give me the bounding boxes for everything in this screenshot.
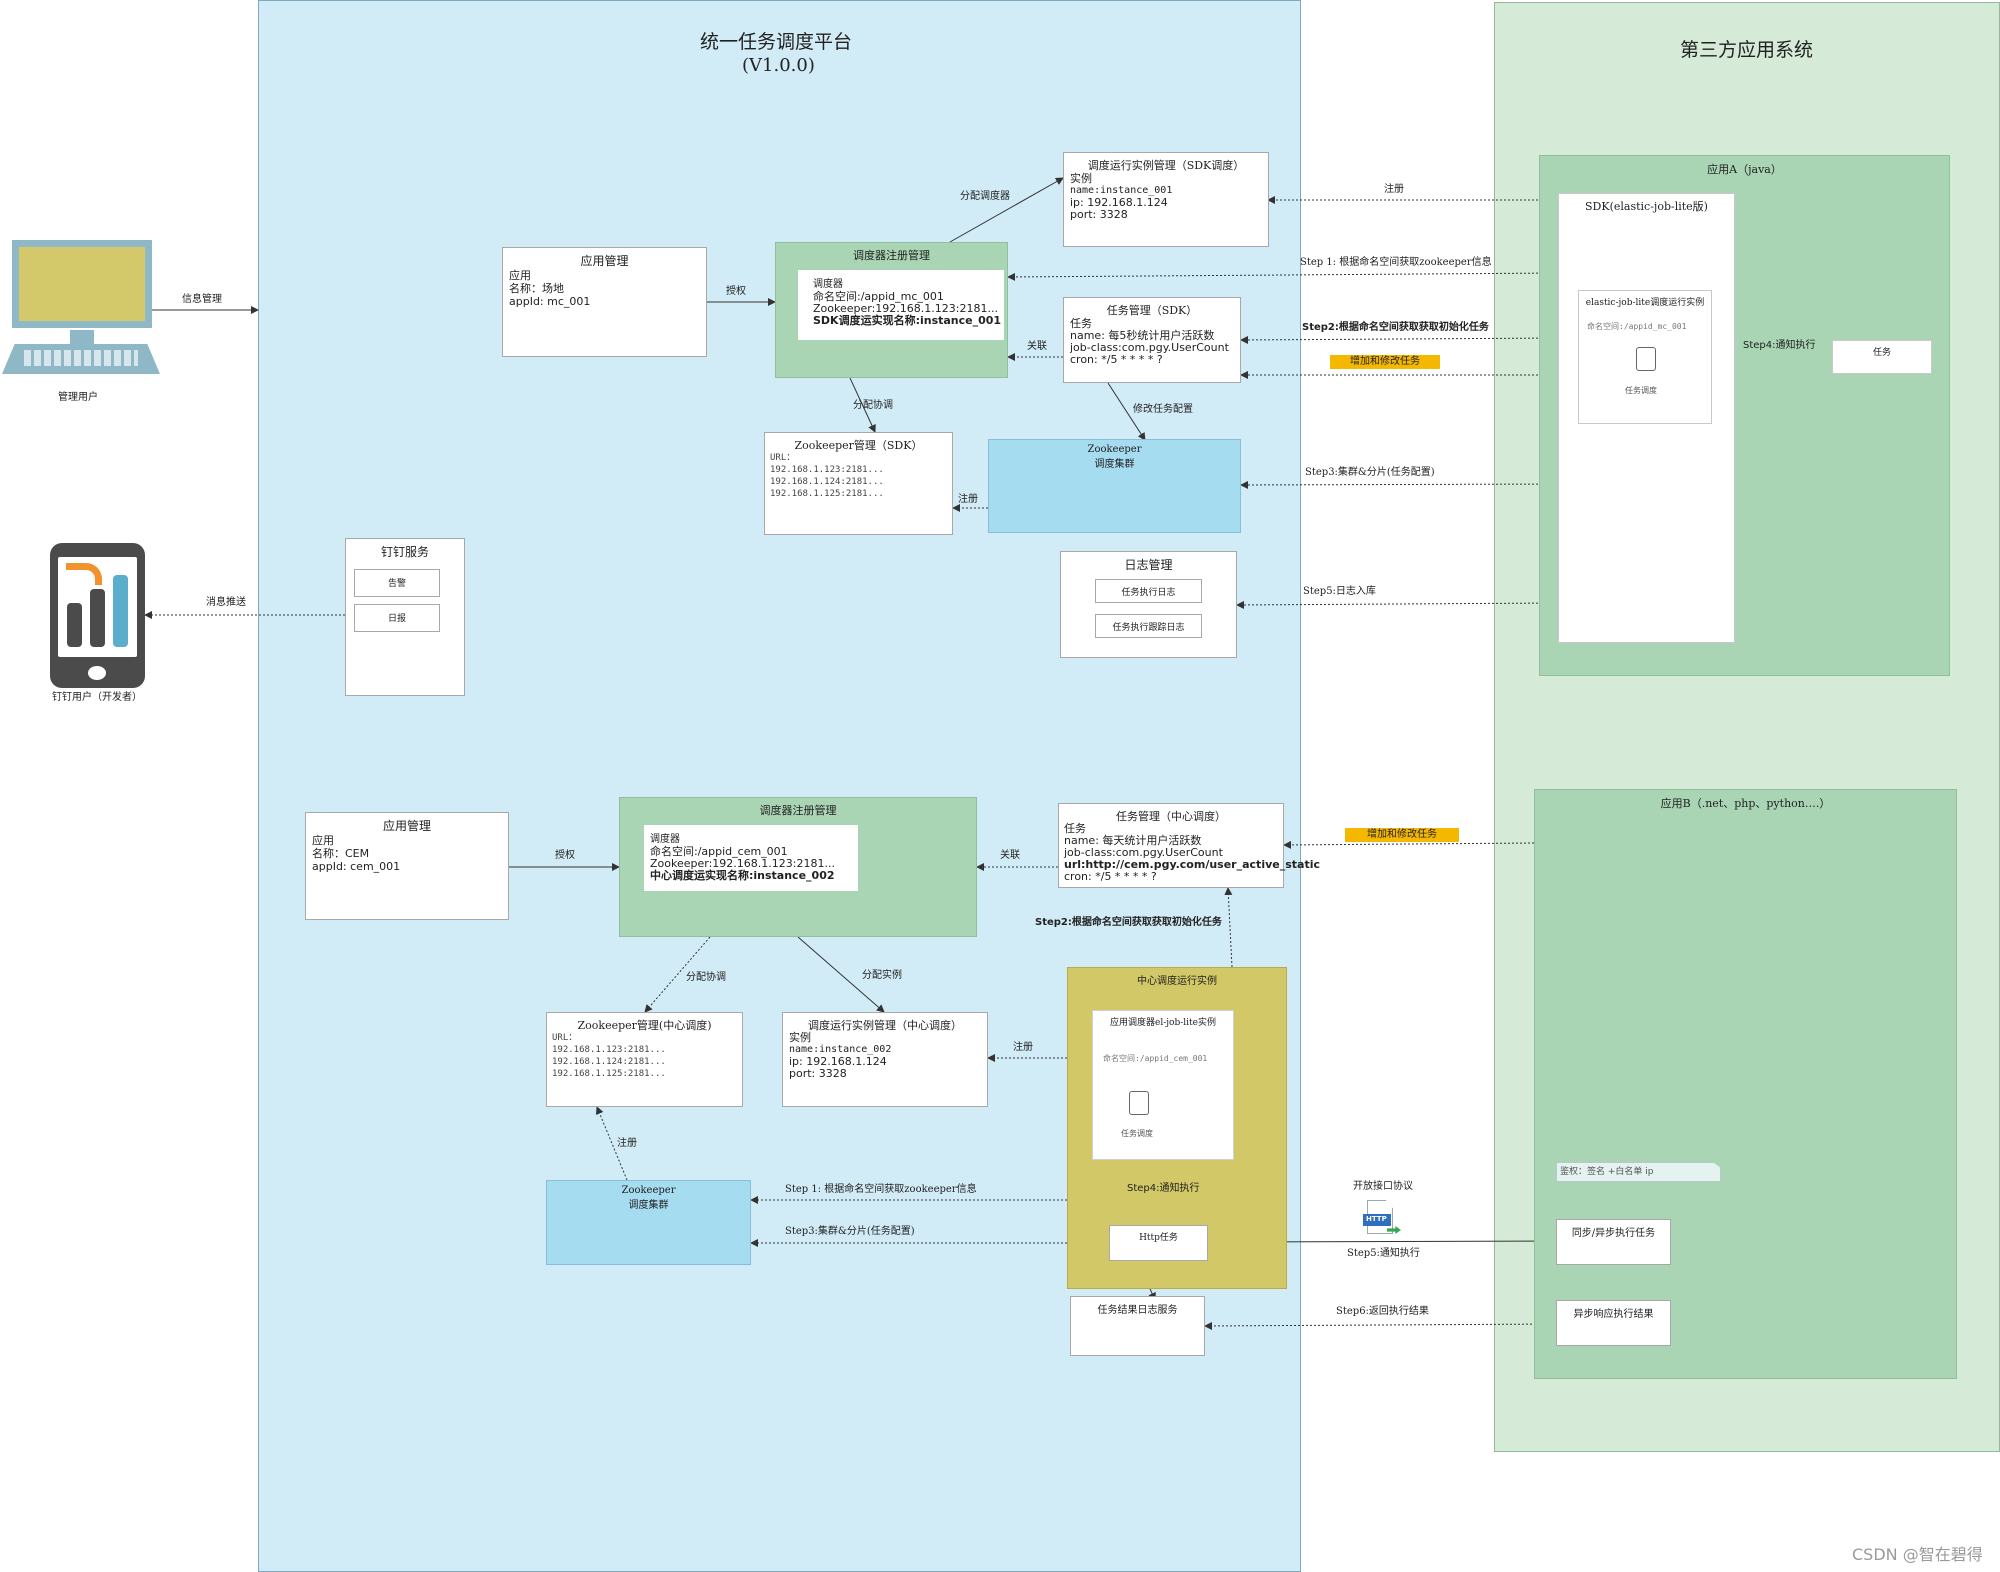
center-zookeeper-cluster: Zookeeper 调度集群 xyxy=(546,1180,751,1265)
center-runtime-inner: 应用调度器el-job-lite实例 命名空间:/appid_cem_001 任… xyxy=(1092,1010,1234,1160)
app-a-step4-label: Step4:通知执行 xyxy=(1743,340,1816,351)
center-register-zk-label: 注册 xyxy=(617,1138,637,1149)
admin-user-label: 管理用户 xyxy=(58,392,98,403)
edge-center-step2 xyxy=(1224,887,1233,968)
third-party-title: 第三方应用系统 xyxy=(1680,39,1814,61)
cross-a-add-modify-label: 增加和修改任务 xyxy=(1330,355,1440,369)
center-task-management: 任务管理（中心调度） 任务 name: 每天统计用户活跃数 job-class:… xyxy=(1058,803,1320,888)
center-zookeeper-management: Zookeeper管理(中心调度) URL： 192.168.1.123:218… xyxy=(546,1012,743,1107)
sdk-assign-coord-label: 分配协调 xyxy=(853,400,893,411)
cross-a-register-label: 注册 xyxy=(1384,184,1404,195)
alarm-item: 告警 xyxy=(354,569,440,597)
app-b-async-result: 异步响应执行结果 xyxy=(1556,1300,1671,1346)
monitor-icon xyxy=(2,238,160,380)
http-file-icon: HTTP xyxy=(1363,1200,1401,1238)
edge-sdk-assign-scheduler xyxy=(949,177,1064,243)
edge-b-add-modify xyxy=(1283,840,1535,849)
task-result-log-service: 任务结果日志服务 xyxy=(1070,1296,1205,1356)
sdk-modify-config-label: 修改任务配置 xyxy=(1133,404,1193,415)
app-b-auth-note: 鉴权：签名 +白名单 ip xyxy=(1556,1162,1721,1182)
dingtalk-title: 钉钉服务 xyxy=(380,545,429,559)
platform-title: 统一任务调度平台 xyxy=(700,31,853,53)
platform-version: (V1.0.0) xyxy=(742,55,815,76)
watermark: CSDN @智在碧得 xyxy=(1852,1545,1983,1564)
center-assign-instance-label: 分配实例 xyxy=(862,970,902,981)
sdk-zookeeper-management: Zookeeper管理（SDK） URL： 192.168.1.123:2181… xyxy=(764,432,953,535)
app-b-region: 应用B（.net、php、python….） xyxy=(1534,789,1957,1379)
exec-log-item: 任务执行日志 xyxy=(1095,579,1202,603)
http-task: Http任务 xyxy=(1109,1225,1208,1261)
center-app-management: 应用管理 应用 名称：CEM appId: cem_001 xyxy=(305,812,509,920)
phone-icon xyxy=(50,543,145,688)
edge-center-assign-instance xyxy=(797,936,885,1013)
center-instance-management: 调度运行实例管理（中心调度） 实例 name:instance_002 ip: … xyxy=(782,1012,988,1107)
app-a-instance: elastic-job-lite调度运行实例 命名空间:/appid_mc_00… xyxy=(1578,290,1712,424)
center-step1-label: Step 1: 根据命名空间获取zookeeper信息 xyxy=(785,1184,977,1195)
edge-a-step3 xyxy=(1240,480,1559,489)
edge-a-step1 xyxy=(1007,272,1559,281)
edge-b-step6 xyxy=(1204,1321,1557,1330)
center-scheduler-icon xyxy=(1129,1091,1149,1115)
daily-item: 日报 xyxy=(354,604,440,632)
sdk-zookeeper-cluster: Zookeeper 调度集群 xyxy=(988,439,1241,533)
http-protocol-label: 开放接口协议 xyxy=(1353,1181,1413,1192)
edge-a-step2 xyxy=(1240,335,1559,344)
sdk-scheduler-registry: 调度器注册管理 调度器 命名空间:/appid_mc_001 Zookeeper… xyxy=(775,242,1008,378)
dingtalk-service: 钉钉服务 告警 日报 xyxy=(345,538,465,696)
sdk-app-management: 应用管理 应用 名称：场地 appId: mc_001 xyxy=(502,247,707,357)
scheduler-icon xyxy=(1636,347,1656,371)
admin-edge-label: 信息管理 xyxy=(182,294,222,305)
cross-b-add-modify-label: 增加和修改任务 xyxy=(1345,828,1459,842)
edge-sdk-assign-coord xyxy=(849,377,876,433)
edge-center-register-zk xyxy=(595,1106,628,1181)
sdk-task-management: 任务管理（SDK） 任务 name: 每5秒统计用户活跃数 job-class:… xyxy=(1063,297,1241,383)
center-register-instance-label: 注册 xyxy=(1013,1042,1033,1053)
edge-sdk-modify-config xyxy=(1107,382,1146,441)
center-authorize-label: 授权 xyxy=(555,850,575,861)
center-assign-coord-label: 分配协调 xyxy=(686,972,726,983)
cross-a-step2-label: Step2:根据命名空间获取获取初始化任务 xyxy=(1302,322,1489,333)
sdk-register-label: 注册 xyxy=(958,494,978,505)
edge-a-step5 xyxy=(1236,600,1559,609)
center-step3-label: Step3:集群&分片(任务配置) xyxy=(785,1226,915,1237)
cross-a-step3-label: Step3:集群&分片(任务配置) xyxy=(1305,467,1435,478)
push-edge-label: 消息推送 xyxy=(206,597,246,608)
sdk-relate-label: 关联 xyxy=(1027,341,1047,352)
dingtalk-user-label: 钉钉用户（开发者） xyxy=(52,692,142,703)
sdk-instance-management: 调度运行实例管理（SDK调度） 实例 name:instance_001 ip:… xyxy=(1063,152,1269,247)
center-step2-label: Step2:根据命名空间获取获取初始化任务 xyxy=(1035,917,1222,928)
cross-a-step5-label: Step5:日志入库 xyxy=(1303,586,1376,597)
app-a-task: 任务 xyxy=(1832,340,1932,374)
sdk-authorize-label: 授权 xyxy=(726,286,746,297)
center-step4-label: Step4:通知执行 xyxy=(1127,1183,1200,1194)
cross-b-step6-label: Step6:返回执行结果 xyxy=(1336,1306,1429,1317)
trace-log-item: 任务执行跟踪日志 xyxy=(1095,614,1202,638)
sdk-assign-scheduler-label: 分配调度器 xyxy=(960,191,1010,202)
center-scheduler-registry: 调度器注册管理 调度器 命名空间:/appid_cem_001 Zookeepe… xyxy=(619,797,977,937)
center-relate-label: 关联 xyxy=(1000,850,1020,861)
cross-a-step1-label: Step 1: 根据命名空间获取zookeeper信息 xyxy=(1300,257,1492,268)
edge-center-assign-coord xyxy=(644,936,711,1013)
log-management: 日志管理 任务执行日志 任务执行跟踪日志 xyxy=(1060,551,1237,658)
cross-b-step5-label: Step5:通知执行 xyxy=(1347,1248,1420,1259)
app-b-sync-task: 同步/异步执行任务 xyxy=(1556,1219,1671,1265)
